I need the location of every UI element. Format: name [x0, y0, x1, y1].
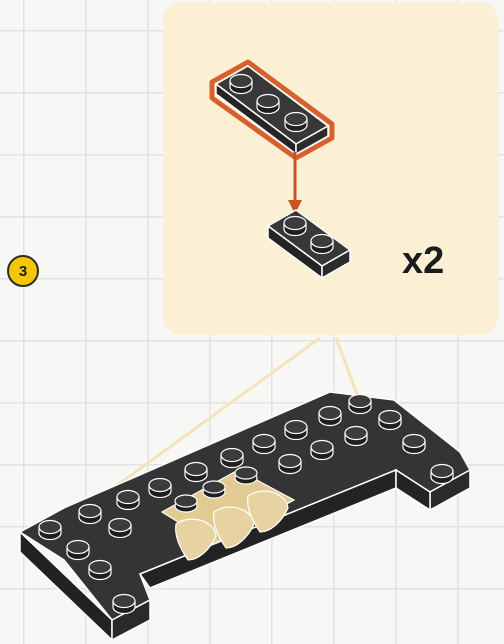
- placement-arrow: [288, 152, 302, 214]
- quantity-label: x2: [402, 240, 444, 283]
- assembled-model: [20, 392, 470, 640]
- target-plate-1x2: [268, 210, 350, 278]
- step-number-badge: 3: [7, 255, 39, 287]
- callout-pointer-line-right: [336, 338, 360, 402]
- highlighted-plate-1x3: [212, 62, 332, 158]
